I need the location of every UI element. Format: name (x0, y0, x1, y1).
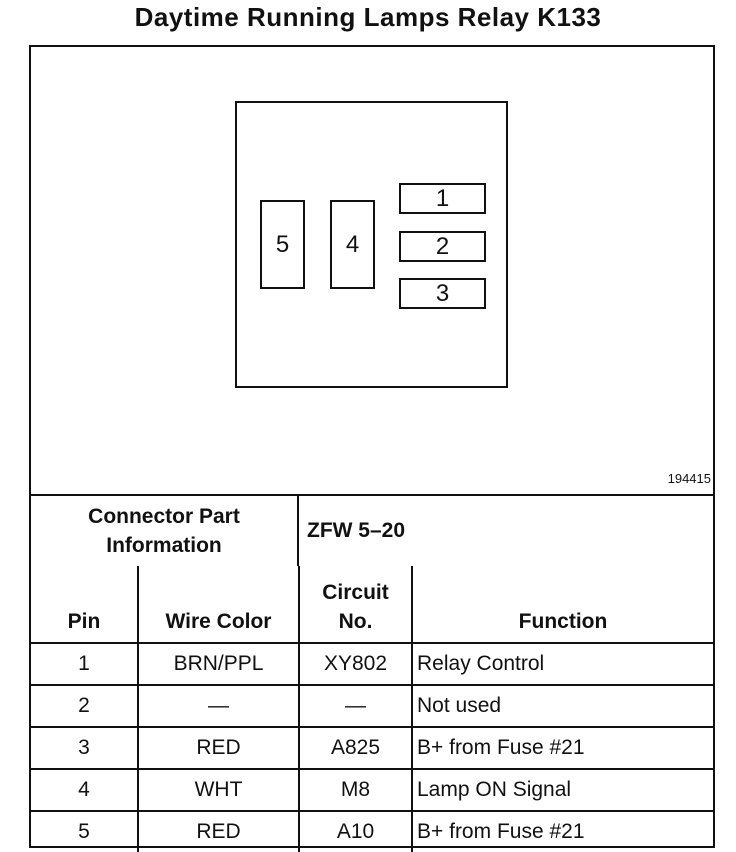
table-row: 4 WHT M8 Lamp ON Signal (31, 768, 713, 812)
diagram-reference-number: 194415 (667, 471, 711, 486)
cell-wire-color: BRN/PPL (137, 642, 300, 686)
cell-wire-color: WHT (137, 768, 300, 812)
cell-function: Not used (411, 684, 713, 728)
connector-info-value: ZFW 5–20 (307, 519, 406, 542)
header-circuit: Circuit No. (298, 566, 413, 644)
cell-circuit: M8 (298, 768, 413, 812)
table-row: 2 — — Not used (31, 684, 713, 728)
connector-info-label: Connector Part Information (31, 496, 299, 566)
header-function: Function (411, 566, 713, 644)
pin-5-terminal: 5 (260, 200, 305, 289)
connector-info-row: Connector Part Information ZFW 5–20 (31, 494, 713, 566)
table-row: 5 RED A10 B+ from Fuse #21 (31, 810, 713, 852)
cell-circuit: A825 (298, 726, 413, 770)
connector-info-label-line2: Information (106, 534, 222, 557)
cell-circuit: A10 (298, 810, 413, 852)
pin-1-terminal: 1 (399, 183, 486, 214)
cell-pin: 1 (31, 642, 139, 686)
connector-info-label-line1: Connector Part (88, 505, 240, 528)
page-title: Daytime Running Lamps Relay K133 (134, 2, 602, 32)
cell-wire-color: — (137, 684, 300, 728)
pin-2-terminal: 2 (399, 231, 486, 262)
table-row: 3 RED A825 B+ from Fuse #21 (31, 726, 713, 770)
cell-pin: 3 (31, 726, 139, 770)
table-header-row: Pin Wire Color Circuit No. Function (31, 566, 713, 644)
cell-pin: 2 (31, 684, 139, 728)
cell-wire-color: RED (137, 810, 300, 852)
connector-sheet: 5 4 1 2 3 194415 Connector Part Informat… (29, 45, 715, 852)
pin-table: Pin Wire Color Circuit No. Function 1 BR… (31, 566, 713, 852)
pin-3-terminal: 3 (399, 278, 486, 309)
cell-function: Relay Control (411, 642, 713, 686)
cell-pin: 4 (31, 768, 139, 812)
cell-circuit: — (298, 684, 413, 728)
header-pin: Pin (31, 566, 139, 644)
header-wire-color: Wire Color (137, 566, 300, 644)
pin-4-terminal: 4 (330, 200, 375, 289)
header-circuit-line2: No. (338, 610, 373, 633)
header-circuit-line1: Circuit (322, 581, 389, 604)
connector-diagram: 5 4 1 2 3 194415 (31, 47, 713, 496)
cell-wire-color: RED (137, 726, 300, 770)
cell-circuit: XY802 (298, 642, 413, 686)
cell-pin: 5 (31, 810, 139, 852)
cell-function: B+ from Fuse #21 (411, 726, 713, 770)
cell-function: Lamp ON Signal (411, 768, 713, 812)
table-row: 1 BRN/PPL XY802 Relay Control (31, 642, 713, 686)
cell-function: B+ from Fuse #21 (411, 810, 713, 852)
connector-face: 5 4 1 2 3 (235, 101, 508, 388)
